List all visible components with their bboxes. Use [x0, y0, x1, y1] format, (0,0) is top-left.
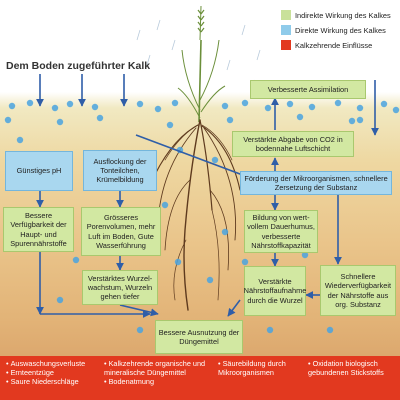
lime-particle	[8, 102, 16, 110]
lime-particle	[301, 251, 309, 259]
legend-direct: Direkte Wirkung des Kalkes	[281, 25, 386, 35]
lime-particle	[221, 228, 229, 236]
legend-swatch-blue	[281, 25, 291, 35]
lime-particle	[154, 105, 162, 113]
lime-particle	[96, 114, 104, 122]
box-duengemittel-ausnutzung: Bessere Ausnutzung der Düngemittel	[155, 320, 243, 354]
consuming-influences-band: •Auswaschungsverluste •Ernteentzüge •Sau…	[0, 356, 400, 400]
lime-particle	[161, 201, 169, 209]
box-dauerhumus: Bildung von wert-vollem Dauerhumus, verb…	[244, 210, 318, 253]
lime-particle	[171, 99, 179, 107]
lime-particle	[26, 99, 34, 107]
legend-label: Kalkzehrende Einflüsse	[295, 40, 373, 50]
box-naehrstoffaufnahme: Verstärkte Nährstoffaufnahme durch die W…	[244, 266, 306, 316]
loss-column-1: •Auswaschungsverluste •Ernteentzüge •Sau…	[6, 359, 102, 386]
loss-item: •Auswaschungsverluste	[6, 359, 86, 368]
wheat-plant	[177, 5, 226, 123]
lime-particle	[91, 103, 99, 111]
lime-particle	[16, 136, 24, 144]
box-porenvolumen: Grösseres Porenvolumen, mehr Luft im Bod…	[81, 207, 161, 256]
lime-particle	[348, 117, 356, 125]
legend-swatch-red	[281, 40, 291, 50]
legend-consuming: Kalkzehrende Einflüsse	[281, 40, 372, 50]
lime-particle	[206, 276, 214, 284]
lime-particle	[51, 104, 59, 112]
plant-roots	[149, 119, 241, 311]
lime-particle	[356, 116, 364, 124]
box-wurzelwachstum: Verstärktes Wurzel-wachstum, Wurzeln geh…	[82, 270, 158, 305]
lime-particle	[326, 326, 334, 334]
box-wiederverfuegbarkeit: Schnellere Wiederverfügbarkeit der Nährs…	[320, 265, 396, 316]
box-verfuegbarkeit: Bessere Verfügbarkeit der Haupt- und Spu…	[3, 207, 74, 252]
lime-particle	[211, 156, 219, 164]
lime-particle	[174, 258, 182, 266]
box-co2-abgabe: Verstärkte Abgabe von CO2 in bodennahe L…	[232, 131, 354, 157]
loss-item: •Kalkzehrende organische und mineralisch…	[104, 359, 206, 378]
rain-lines	[136, 19, 261, 91]
lime-particle	[266, 326, 274, 334]
lime-particle	[136, 326, 144, 334]
lime-particle	[296, 113, 304, 121]
lime-particle	[241, 99, 249, 107]
box-ausflockung: Ausflockung der Tonteilchen, Krümelbildu…	[83, 150, 157, 191]
lime-particle	[226, 116, 234, 124]
lime-particle	[308, 103, 316, 111]
lime-particle	[4, 116, 12, 124]
lime-particle	[56, 296, 64, 304]
lime-particle	[166, 121, 174, 129]
lime-particle	[221, 102, 229, 110]
lime-particle	[241, 258, 249, 266]
loss-item: •Oxidation biologisch gebundenen Stickst…	[308, 359, 384, 378]
legend-swatch-green	[281, 10, 291, 20]
box-verbesserte-assimilation: Verbesserte Assimilation	[250, 80, 366, 99]
lime-particle	[392, 106, 400, 114]
loss-item: •Säurebildung durch Mikroorganismen	[218, 359, 286, 378]
lime-particle	[56, 118, 64, 126]
loss-column-4: •Oxidation biologisch gebundenen Stickst…	[308, 359, 398, 377]
loss-item: •Saure Niederschläge	[6, 377, 79, 387]
lime-particle	[264, 104, 272, 112]
box-guenstiges-ph: Günstiges pH	[5, 151, 73, 191]
lime-particle	[286, 100, 294, 108]
lime-particle	[66, 100, 74, 108]
lime-particle	[72, 256, 80, 264]
loss-item: •Ernteentzüge	[6, 368, 54, 378]
lime-particle	[356, 104, 364, 112]
legend-label: Indirekte Wirkung des Kalkes	[295, 10, 391, 20]
loss-item: •Bodenatmung	[104, 377, 155, 387]
diagram-title: Dem Boden zugeführter Kalk	[6, 60, 151, 72]
lime-particle	[380, 100, 388, 108]
box-mikroorganismen: Förderung der Mikroorganismen, schneller…	[240, 171, 392, 195]
flow-arrows	[36, 74, 379, 318]
lime-particle	[136, 100, 144, 108]
loss-column-2: •Kalkzehrende organische und mineralisch…	[104, 359, 216, 386]
legend-indirect: Indirekte Wirkung des Kalkes	[281, 10, 391, 20]
loss-column-3: •Säurebildung durch Mikroorganismen	[218, 359, 306, 377]
legend-label: Direkte Wirkung des Kalkes	[295, 25, 386, 35]
lime-particle	[334, 99, 342, 107]
